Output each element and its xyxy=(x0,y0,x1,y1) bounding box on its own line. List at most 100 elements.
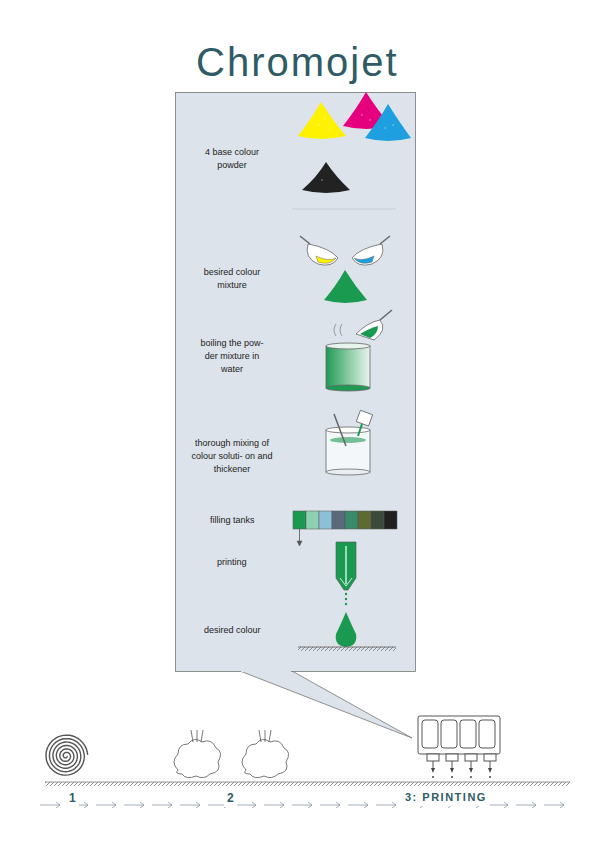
print-head xyxy=(345,598,347,600)
flow-arrows xyxy=(488,802,508,808)
flow-arrows xyxy=(96,802,116,808)
colour-drop xyxy=(298,647,396,648)
colour-tanks xyxy=(358,511,371,529)
boiling-beaker xyxy=(326,385,370,391)
mixture-scoops xyxy=(324,270,367,303)
powder-cones xyxy=(361,114,363,116)
colour-tanks xyxy=(297,541,302,546)
mixing-beaker xyxy=(326,410,373,475)
powder-cones xyxy=(392,124,394,126)
mixture-scoops xyxy=(380,236,390,244)
printing-machine xyxy=(418,716,500,754)
print-head xyxy=(336,542,356,605)
printing-machine xyxy=(451,776,453,778)
flow-arrows xyxy=(40,802,60,808)
mixing-beaker xyxy=(326,469,370,475)
print-head xyxy=(345,546,346,584)
flow-arrows xyxy=(348,802,368,808)
flow-arrows xyxy=(320,802,340,808)
colour-drop xyxy=(298,647,396,651)
printing-machine xyxy=(418,716,500,778)
step-label: filling tanks xyxy=(210,514,255,527)
colour-drop xyxy=(336,612,357,647)
mixing-beaker xyxy=(356,410,372,426)
fabric-line xyxy=(45,782,570,783)
printing-machine xyxy=(450,768,454,773)
printing-machine xyxy=(433,761,490,770)
step-label: 4 base colour powder xyxy=(197,146,267,172)
powder-cones xyxy=(298,102,346,139)
print-head xyxy=(345,603,347,605)
callout-panel xyxy=(176,93,416,672)
powder-cones xyxy=(329,129,331,131)
step-label: desired colour xyxy=(204,624,261,637)
steam-clouds xyxy=(242,739,289,777)
powder-cones xyxy=(317,114,394,181)
powder-cones xyxy=(302,162,350,193)
flow-arrows xyxy=(152,802,172,808)
step-label: printing xyxy=(217,556,247,569)
separator-line xyxy=(292,209,396,210)
step-label: thorough mixing of colour soluti- on and… xyxy=(186,437,278,476)
boiling-beaker xyxy=(356,320,383,340)
callout-number: 1 xyxy=(66,790,79,807)
flow-arrows xyxy=(264,802,284,808)
powder-cones xyxy=(384,127,386,129)
mixture-scoops xyxy=(316,256,336,263)
powder-cones xyxy=(324,117,326,119)
mixing-beaker xyxy=(358,424,362,436)
boiling-beaker xyxy=(326,343,370,349)
flow-arrows xyxy=(376,802,396,808)
title: Chromojet xyxy=(196,40,399,84)
fabric-roll xyxy=(46,735,88,775)
flow-arrows xyxy=(236,802,256,808)
flow-arrows xyxy=(516,802,536,808)
powder-cones xyxy=(365,104,411,141)
printing-machine xyxy=(465,754,477,761)
mixture-scoops xyxy=(307,244,338,265)
colour-tanks xyxy=(306,511,319,529)
mixture-scoops xyxy=(354,256,374,263)
colour-tanks xyxy=(293,511,306,529)
callout-number: 3: PRINTING xyxy=(402,790,490,806)
flow-arrows xyxy=(124,802,144,808)
step-label: besired colour mixture xyxy=(192,266,272,292)
flow-arrows xyxy=(180,802,200,808)
print-head xyxy=(345,593,347,595)
powder-cones xyxy=(369,119,371,121)
mixing-beaker xyxy=(334,414,346,446)
callout-panel xyxy=(240,671,412,738)
colour-tanks xyxy=(371,511,384,529)
printing-machine xyxy=(470,776,472,778)
printing-machine xyxy=(441,720,457,748)
powder-cones xyxy=(317,124,319,126)
colour-tanks xyxy=(319,511,332,529)
printing-machine xyxy=(422,720,438,748)
flow-arrows xyxy=(292,802,312,808)
fabric-line xyxy=(45,782,570,786)
colour-tanks xyxy=(384,511,397,529)
printing-machine xyxy=(489,776,491,778)
mixture-scoops xyxy=(352,244,383,265)
callout-number: 2 xyxy=(224,790,237,807)
fabric-line xyxy=(45,782,570,786)
printing-machine xyxy=(446,754,458,761)
boiling-beaker xyxy=(326,310,392,391)
steam-clouds xyxy=(191,730,271,742)
steam-clouds xyxy=(174,739,221,777)
printing-machine xyxy=(460,720,476,748)
callout-panel xyxy=(176,93,416,739)
print-head xyxy=(336,542,356,590)
printing-machine xyxy=(431,768,492,778)
colour-tanks xyxy=(293,511,397,546)
flow-arrows xyxy=(544,802,564,808)
boiling-beaker xyxy=(360,326,378,338)
powder-cones xyxy=(298,92,411,193)
colour-tanks xyxy=(332,511,345,529)
printing-machine xyxy=(469,768,473,773)
printing-machine xyxy=(488,768,492,773)
fabric-roll xyxy=(46,735,88,775)
mixing-beaker xyxy=(326,430,370,472)
